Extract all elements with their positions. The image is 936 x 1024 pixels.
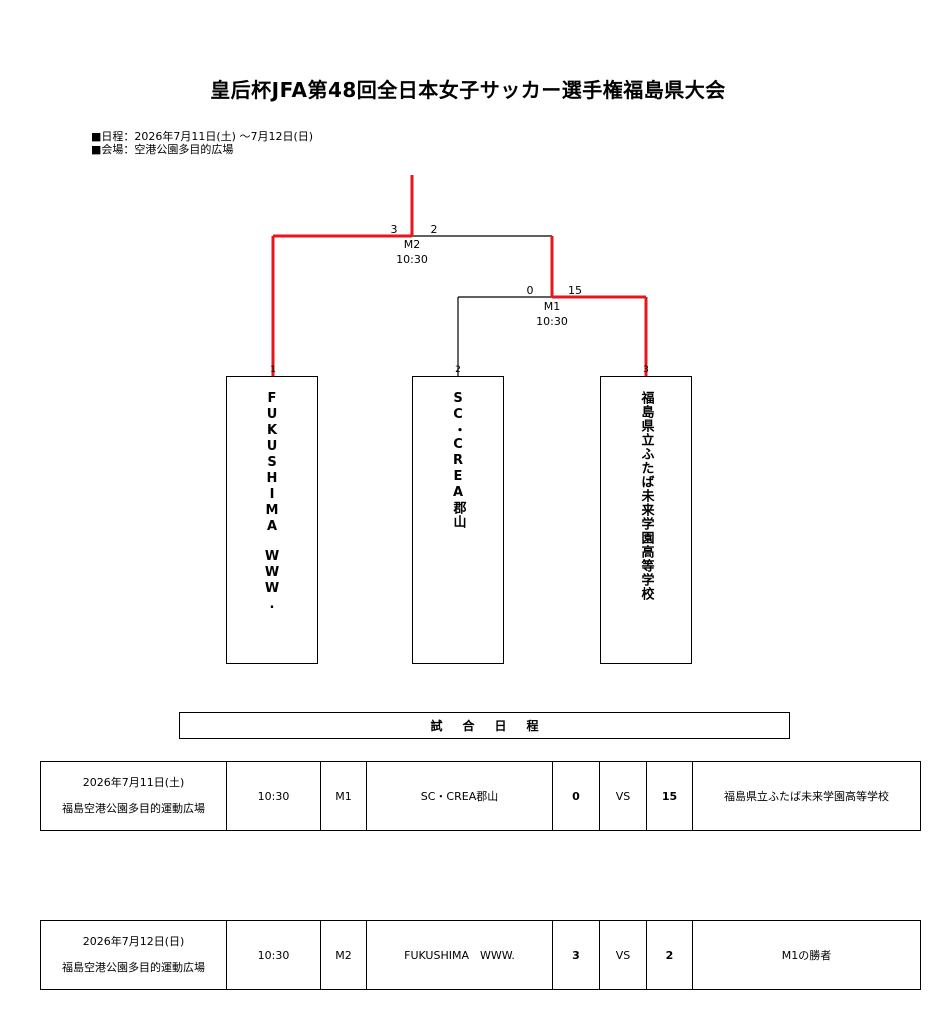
vs-label: VS [599, 761, 647, 831]
home-team: FUKUSHIMA WWW. [366, 920, 553, 990]
home-team: SC・CREA郡山 [366, 761, 553, 831]
seed-label-2: 2 [455, 365, 461, 375]
semi-score-right: 15 [568, 284, 582, 297]
match-time: 10:30 [226, 761, 321, 831]
match-venue: 福島空港公園多目的運動広場 [62, 961, 205, 974]
vs-label: VS [599, 920, 647, 990]
page-title: 皇后杯JFA第48回全日本女子サッカー選手権福島県大会 [210, 78, 726, 102]
table-row: 2026年7月11日(土) 福島空港公園多目的運動広場 10:30 M1 SC・… [40, 761, 921, 831]
table-row: 2026年7月12日(日) 福島空港公園多目的運動広場 10:30 M2 FUK… [40, 920, 921, 990]
away-team: M1の勝者 [692, 920, 921, 990]
team-box-3: 福島県立ふたば未来学園高等学校 [600, 376, 692, 664]
match-table-2: 2026年7月12日(日) 福島空港公園多目的運動広場 10:30 M2 FUK… [40, 920, 921, 990]
seed-label-1: 1 [270, 365, 276, 375]
match-date-venue: 2026年7月12日(日) 福島空港公園多目的運動広場 [40, 920, 227, 990]
away-score: 15 [646, 761, 693, 831]
match-date: 2026年7月11日(土) [82, 776, 185, 789]
schedule-header: 試合日程 [179, 712, 790, 739]
schedule-dates: ■日程：2026年7月11日(土) ～7月12日(日) [91, 130, 314, 143]
semi-match-id: M1 [544, 300, 561, 313]
home-score: 0 [552, 761, 600, 831]
team-name-3: 福島県立ふたば未来学園高等学校 [638, 391, 654, 601]
seed-label-3: 3 [643, 365, 649, 375]
team-name-2: SC・CREA郡山 [450, 391, 466, 529]
match-date-venue: 2026年7月11日(土) 福島空港公園多目的運動広場 [40, 761, 227, 831]
venue-info: ■会場：空港公園多目的広場 [91, 143, 234, 156]
team-box-1: FUKUSHIMA WWW. [226, 376, 318, 664]
team-box-2: SC・CREA郡山 [412, 376, 504, 664]
home-score: 3 [552, 920, 600, 990]
semi-score-left: 0 [527, 284, 534, 297]
match-table-1: 2026年7月11日(土) 福島空港公園多目的運動広場 10:30 M1 SC・… [40, 761, 921, 831]
final-match-time: 10:30 [396, 253, 428, 266]
semi-match-time: 10:30 [536, 315, 568, 328]
match-date: 2026年7月12日(日) [82, 935, 185, 948]
tournament-bracket: 3 2 M2 10:30 0 15 M1 10:30 1 2 3 [270, 175, 649, 376]
match-id: M2 [320, 920, 367, 990]
away-team: 福島県立ふたば未来学園高等学校 [692, 761, 921, 831]
match-time: 10:30 [226, 920, 321, 990]
away-score: 2 [646, 920, 693, 990]
final-score-left: 3 [391, 223, 398, 236]
final-match-id: M2 [404, 238, 421, 251]
team-name-1: FUKUSHIMA WWW. [264, 391, 280, 613]
final-score-right: 2 [431, 223, 438, 236]
match-venue: 福島空港公園多目的運動広場 [62, 802, 205, 815]
match-id: M1 [320, 761, 367, 831]
